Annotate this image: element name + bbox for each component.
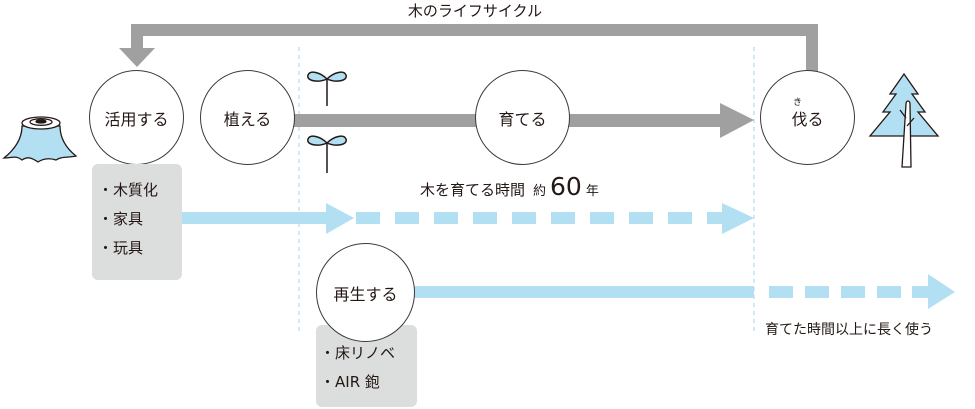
long-use-note: 育てた時間以上に長く使う (765, 322, 933, 338)
stage-plant: 植える (200, 70, 295, 165)
flow-arrowhead (326, 203, 354, 234)
long-use-arrow-shaft (400, 286, 754, 298)
stage-cut-label: 伐る (791, 109, 824, 129)
stage-cut-ruby: き (793, 98, 803, 108)
utilize-items-box: 木質化 家具 玩具 (92, 164, 182, 280)
stage-grow-label: 育てる (498, 109, 547, 129)
list-item: AIR 鉋 (320, 368, 417, 397)
sprout-icon (307, 135, 347, 173)
tree-icon (868, 72, 940, 168)
stage-grow: 育てる (475, 70, 570, 165)
cycle-return-arrow (131, 24, 818, 72)
list-item: 家具 (98, 205, 182, 234)
stage-utilize-label: 活用する (104, 109, 169, 129)
growth-time-unit: 年 (585, 184, 599, 199)
growth-time-dashed-arrow (356, 203, 754, 234)
list-item: 木質化 (98, 176, 182, 205)
stage-utilize: 活用する (89, 70, 184, 165)
stage-cut: き 伐る (760, 70, 855, 165)
growth-time-note: 木を育てる時間 約 60 年 (420, 172, 599, 201)
sprout-icon (307, 71, 347, 106)
list-item: 床リノベ (320, 339, 417, 368)
flow-arrow-shaft (180, 212, 326, 224)
diagram-title: 木のライフサイクル (407, 2, 543, 20)
stage-regenerate: 再生する (316, 243, 415, 342)
cycle-return-arrowhead (119, 48, 155, 67)
growth-time-text: 木を育てる時間 (420, 181, 526, 199)
growth-time-years: 60 (550, 172, 582, 201)
growth-arrowhead (720, 103, 754, 138)
utilize-items-list: 木質化 家具 玩具 (98, 176, 182, 263)
stage-plant-label: 植える (223, 109, 272, 129)
stage-regenerate-label: 再生する (333, 284, 398, 304)
regenerate-items-list: 床リノベ AIR 鉋 (320, 339, 417, 397)
long-use-dashed-arrow (769, 274, 955, 309)
list-item: 玩具 (98, 234, 182, 263)
growth-time-approx: 約 (533, 184, 547, 199)
stump-icon (2, 116, 78, 163)
